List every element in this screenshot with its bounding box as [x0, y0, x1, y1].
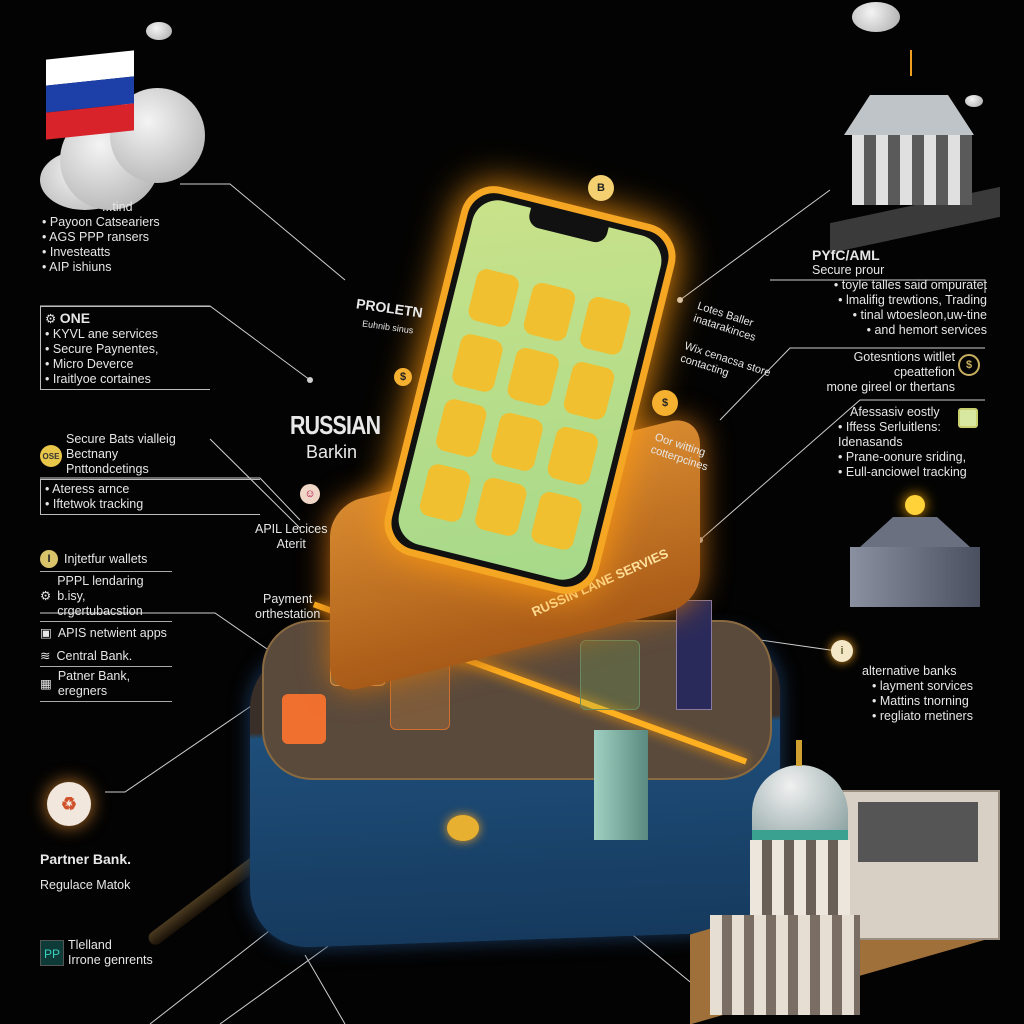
group3-line: Secure Bats vialleig	[66, 432, 176, 446]
list-item: ≋Central Bank.	[40, 645, 172, 667]
list-item: • lmalifig trewtions, Trading	[838, 293, 987, 307]
bank-building-icon	[840, 495, 990, 625]
group2-heading: ⚙ ONE	[45, 310, 91, 327]
user-icon: ☺	[300, 484, 320, 504]
group3-line: Bectnany	[66, 447, 119, 461]
cloud-icon	[146, 22, 172, 40]
list-item: • and hemort services	[866, 323, 987, 337]
list-item: • Ateress arnce	[45, 482, 130, 496]
center-title: RUSSIAN	[290, 410, 381, 440]
list-item: • regliato rnetiners	[872, 709, 973, 723]
card-icon	[958, 408, 978, 428]
list-item: • Iraitlyoe cortaines	[45, 372, 151, 386]
list-item: • Investeatts	[42, 245, 111, 259]
list-item: ▦Patner Bank, eregners	[40, 667, 172, 702]
orange-panel	[282, 694, 326, 744]
group1-heading: ...tind	[102, 200, 133, 214]
bitcoin-icon: B	[588, 175, 614, 201]
pp-badge: PP	[40, 940, 64, 966]
screen-panel	[676, 600, 712, 710]
server-block	[594, 730, 648, 840]
kyc-group: PYfC/AML Secure prour • toyle talles sai…	[812, 247, 987, 338]
list-item: • Eull-anciowel tracking	[838, 465, 967, 479]
group3-line: Pnttondcetings	[66, 462, 149, 476]
group1: ...tind • Payoon Catseariers • AGS PPP r…	[42, 200, 160, 275]
app-icon: ▣	[40, 626, 52, 640]
coin-icon: OSE	[40, 445, 62, 467]
partner-bank-subtitle: Regulace Matok	[40, 878, 131, 892]
stack-icon: ≋	[40, 649, 51, 663]
list-item: • Secure Paynentes,	[45, 342, 159, 356]
coin-icon: $	[652, 390, 678, 416]
list-item: • AGS PPP ransers	[42, 230, 149, 244]
list-item: • Payoon Catseariers	[42, 215, 160, 229]
list-item: • KYVL ane services	[45, 327, 159, 341]
list-item: • Iffess Serluitlens: Idenasands	[838, 420, 941, 449]
network-icon: ⚙	[40, 589, 52, 603]
access-group: Afessasiv eostly • Iffess Serluitlens: I…	[838, 405, 983, 480]
central-bank-building-icon	[690, 740, 1010, 1024]
list-item: • Prane-oonure sriding,	[838, 450, 967, 464]
list-item: • toyle talles said ompuratet	[833, 278, 987, 292]
wallet-icon: $	[958, 354, 980, 376]
list-item: • Micro Deverce	[45, 357, 134, 371]
flag-pole-icon	[910, 50, 912, 76]
list-item: ⚙PPPL lendaring b.isy, crgertubacstion	[40, 572, 172, 622]
group3: OSE B Secure Bats vialleig Bectnany Pntt…	[40, 432, 260, 515]
coin-icon	[447, 815, 479, 841]
building-icon: ▦	[40, 676, 52, 691]
screen-panel	[580, 640, 640, 710]
cloud-icon	[965, 95, 983, 107]
group2: ⚙ ONE • KYVL ane services • Secure Payne…	[40, 306, 210, 390]
lightbulb-icon: i	[831, 640, 853, 662]
list-item: • layment sorvices	[872, 679, 973, 693]
alt-banks-group: alternative banks • layment sorvices • M…	[862, 664, 973, 723]
partner-bank-title: Partner Bank.	[40, 851, 132, 867]
coin-icon: $	[394, 368, 412, 386]
gear-icon: ⚙	[45, 312, 57, 326]
russian-flag-icon	[46, 50, 134, 140]
list-item: • AIP ishiuns	[42, 260, 112, 274]
list-item: • Mattins tnorning	[872, 694, 969, 708]
partner-bank-icon: ♻	[47, 782, 91, 826]
bank-building-icon	[830, 85, 1000, 254]
wallet-icon: I	[40, 550, 58, 568]
list-item: • Iftetwok tracking	[45, 497, 144, 511]
cloud-icon	[852, 2, 900, 32]
list-item: • tinal wtoesleon,uw-tine	[852, 308, 987, 322]
center-subtitle: Barkin	[306, 442, 358, 462]
list-item: ▣APIS netwient apps	[40, 626, 167, 640]
